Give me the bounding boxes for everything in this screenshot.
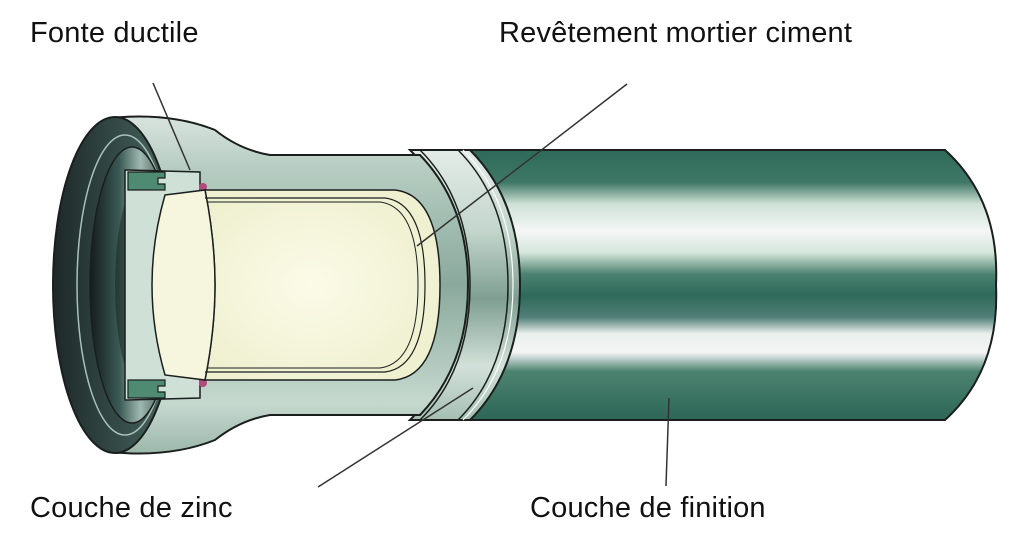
leader-finition [665,397,670,487]
leader-zinc [317,387,474,488]
leader-revetement [416,83,628,247]
label-revetement-mortier-ciment: Revêtement mortier ciment [499,17,853,49]
gasket-top [127,171,166,191]
pipe-barrel [469,149,998,421]
gasket-bottom [127,379,166,399]
label-couche-de-zinc: Couche de zinc [30,492,233,524]
label-fonte-ductile: Fonte ductile [30,17,199,49]
mortar-lining [151,189,441,381]
leader-lines [152,82,670,488]
label-couche-de-finition: Couche de finition [530,492,766,524]
leader-fonte-ductile [152,82,191,171]
